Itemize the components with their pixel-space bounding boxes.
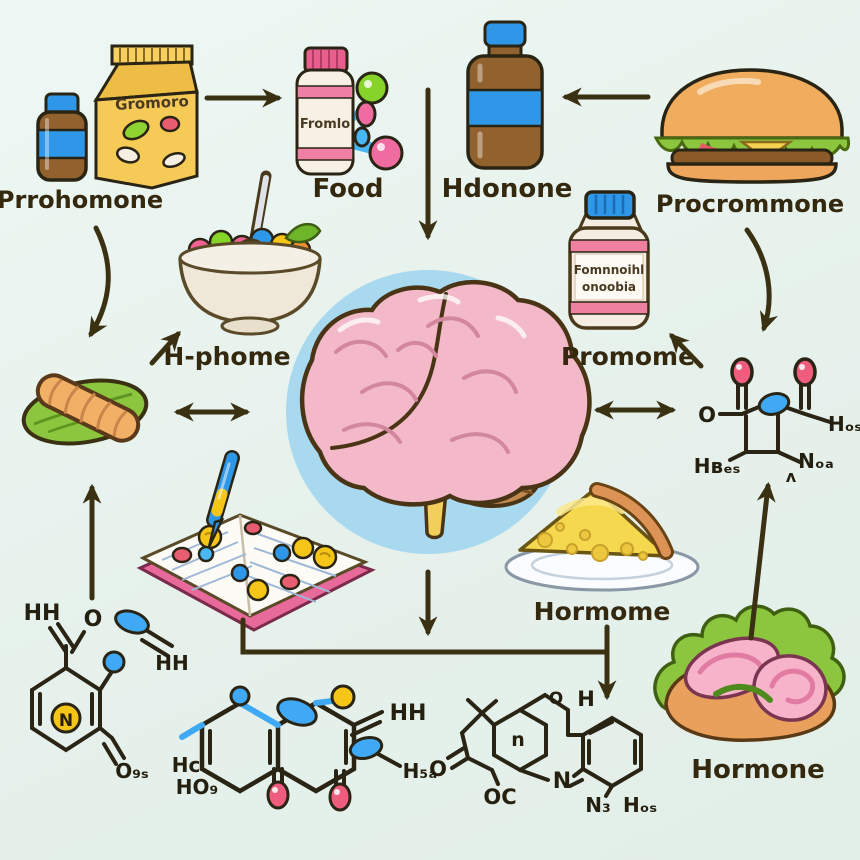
chem-bm-ho: HO₉ <box>176 775 219 799</box>
label-hdonone: Hdonone <box>442 174 573 204</box>
white-supplement-bottle-icon: Fomnnoihl onoobia <box>568 190 650 330</box>
carton-text: Gromoro <box>115 92 189 114</box>
chem-right-hbes: Hʙₑₛ <box>694 454 741 478</box>
flow-arrows <box>82 87 778 701</box>
cheese-wedge-icon <box>504 482 700 592</box>
chem-br-hos: Hₒₛ <box>623 793 657 817</box>
label-procrommone: Procrommone <box>656 190 844 218</box>
label-hormone: Hormone <box>691 755 825 785</box>
chem-structure-bottom-right: n O H O OC N N₃ Hₒₛ <box>429 687 657 817</box>
sandwich-icon <box>653 604 846 742</box>
arrow-procrommone-down <box>744 227 778 332</box>
chem-bm-h5: H₅ₐ <box>403 759 438 783</box>
chem-right-o: O <box>698 403 716 427</box>
pill-bottle-and-molecule-icon: Fromlo <box>295 46 404 176</box>
chem-bl-o-top: O <box>84 607 103 632</box>
chem-bm-hh: HH <box>390 701 427 726</box>
chem-right-mark: ʌ <box>786 467 797 486</box>
promome-bottle-text-1: Fomnnoihl <box>574 263 645 277</box>
chem-structure-right: O Hₒₛ Hʙₑₛ Nₒₐ ʌ <box>694 357 860 486</box>
label-food: Food <box>312 174 383 204</box>
chem-bl-o-bottom: O₉ₛ <box>115 759 149 783</box>
cereal-bowl-icon <box>178 170 322 336</box>
arrow-prohormone-down <box>88 225 111 338</box>
chem-bm-hc: Hc <box>172 753 201 777</box>
chem-structure-bottom-left: HH O N HH O₉ₛ <box>24 601 189 783</box>
arrow-hormone-up <box>748 481 776 641</box>
label-prohormone: Prrohomone <box>0 186 163 214</box>
arrow-chem-to-promome <box>669 332 704 369</box>
chem-right-n: Nₒₐ <box>798 449 834 473</box>
chem-bl-n: N <box>59 711 73 731</box>
supplement-bottle-and-pill-carton-icon: Gromoro <box>36 44 199 190</box>
chem-br-n: N <box>553 769 571 794</box>
leaf-and-root-icon <box>21 373 149 446</box>
chem-br-oleft: O <box>429 757 447 781</box>
chem-right-h: Hₒₛ <box>828 412 860 436</box>
chem-structure-bottom-middle: HH H₅ₐ Hc HO₉ <box>172 684 438 812</box>
label-promome: Promome <box>561 342 695 371</box>
burger-icon <box>653 68 850 184</box>
connector-line <box>240 617 610 655</box>
chem-br-h: H <box>577 687 595 711</box>
label-hormome: Hormome <box>534 597 671 626</box>
chem-br-oc: OC <box>483 785 516 809</box>
label-h-phome: H-phome <box>163 342 290 371</box>
promome-bottle-text-2: onoobia <box>582 280 636 294</box>
arrow-hphome-up <box>149 330 181 366</box>
pill-notebook-and-dropper-icon <box>136 450 376 632</box>
food-bottle-text: Fromlo <box>300 117 350 132</box>
chem-bl-hh-top: HH <box>24 601 61 626</box>
chem-br-n3: N₃ <box>585 793 611 817</box>
chem-br-otop: O <box>549 689 563 709</box>
brain-icon <box>299 279 592 540</box>
brown-syrup-bottle-icon <box>466 20 544 170</box>
chem-br-nring: n <box>511 729 525 751</box>
chem-bl-hh-right: HH <box>155 651 188 675</box>
